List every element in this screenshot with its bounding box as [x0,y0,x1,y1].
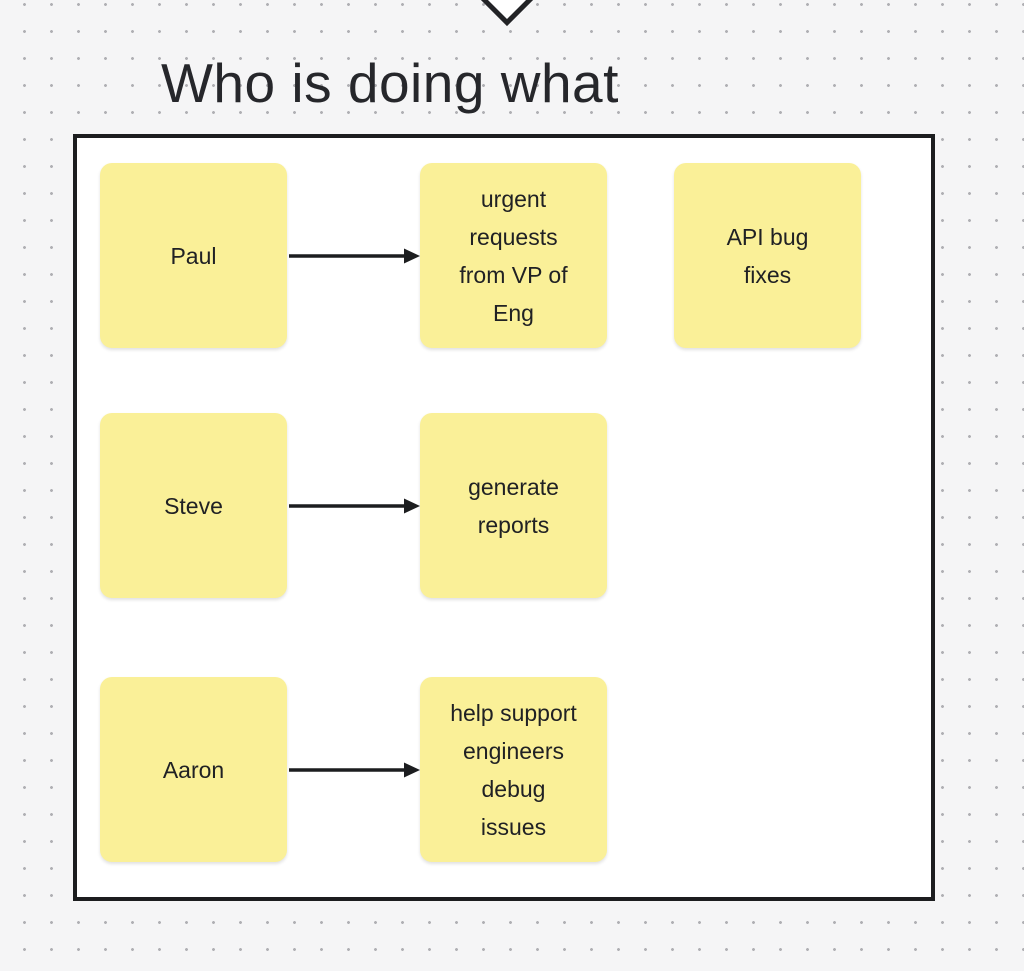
sticky-note-text: Steve [164,492,223,519]
sticky-note-text: API bug fixes [726,223,809,288]
sticky-note-text: Paul [170,242,217,269]
sticky-note-aaron[interactable]: Aaron [100,677,287,862]
sticky-note-help-support[interactable]: help support engineers debug issues [420,677,607,862]
sticky-note-text: help support engineers debug issues [450,699,577,840]
sticky-note-api-bug-fixes[interactable]: API bug fixes [674,163,861,348]
sticky-note-steve[interactable]: Steve [100,413,287,598]
sticky-note-text: Aaron [162,756,225,783]
board-title[interactable]: Who is doing what [161,52,619,114]
sticky-note-text: generate reports [468,473,559,538]
sticky-note-generate-reports[interactable]: generate reports [420,413,607,598]
sticky-note-text: urgent requests from VP of Eng [459,185,568,326]
diamond-shape-partial[interactable] [475,0,539,27]
sticky-note-paul[interactable]: Paul [100,163,287,348]
sticky-note-urgent-requests[interactable]: urgent requests from VP of Eng [420,163,607,348]
